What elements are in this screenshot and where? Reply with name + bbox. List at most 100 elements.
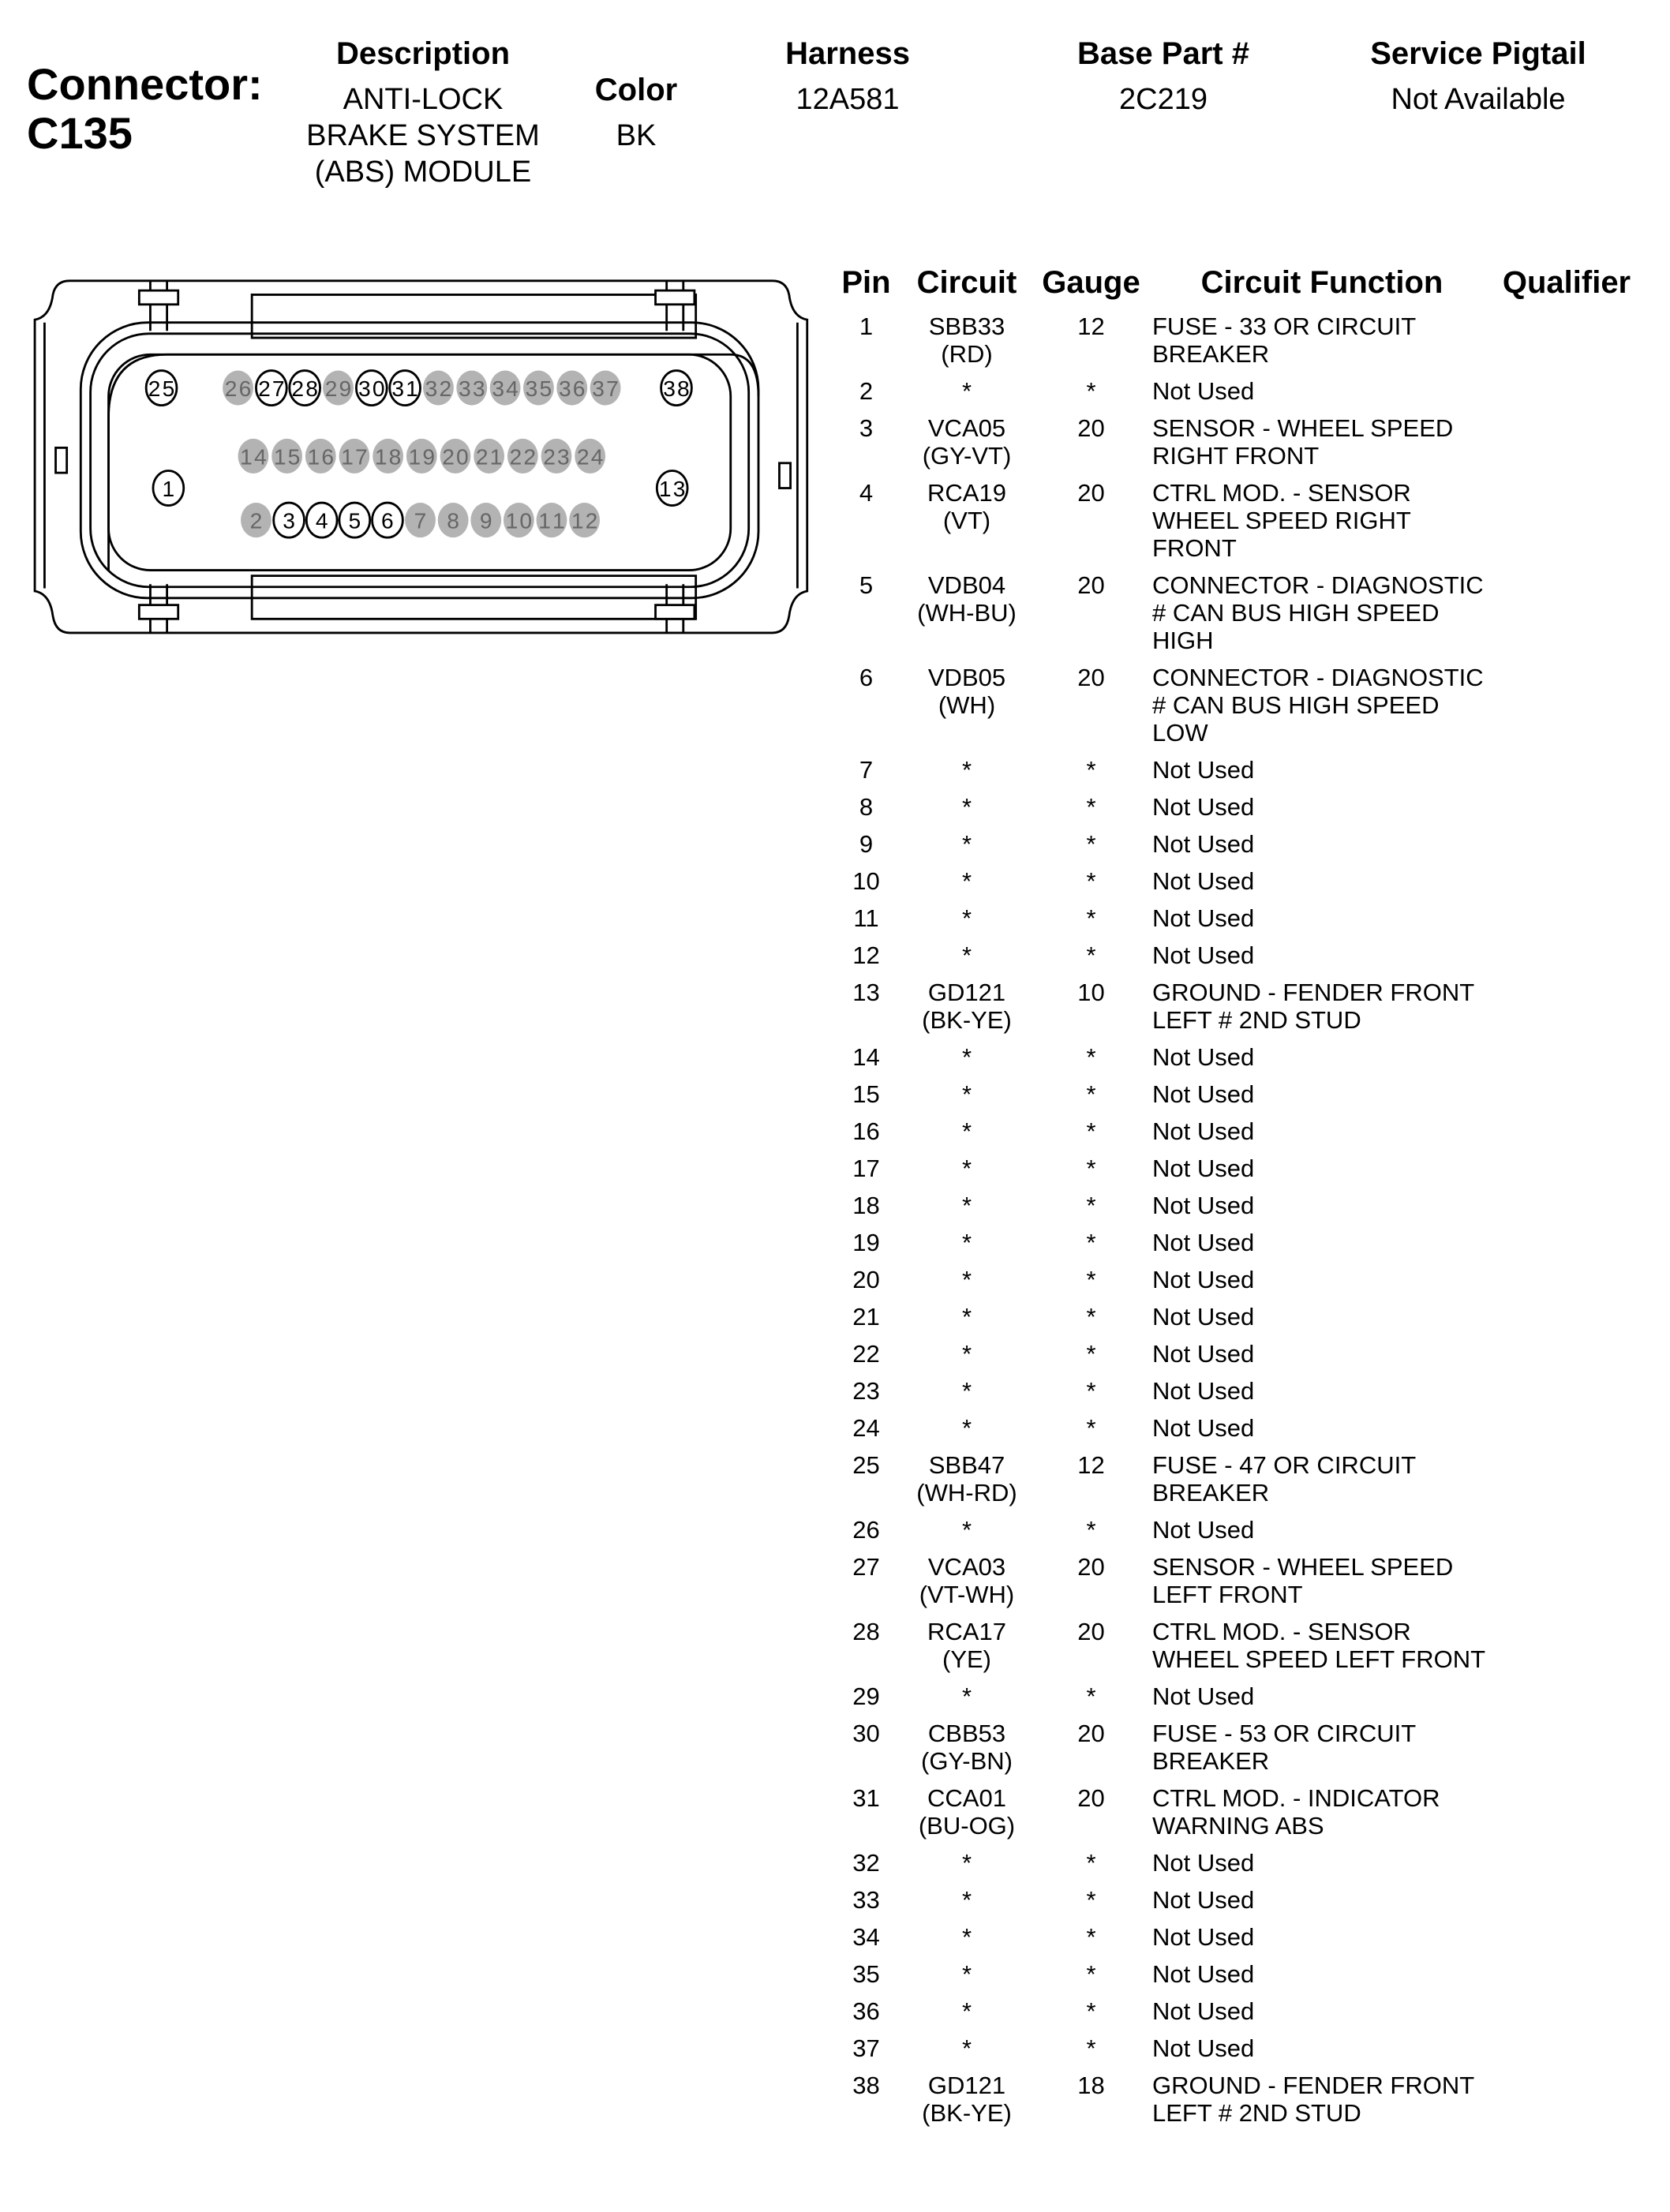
pin-label: 7 <box>414 508 427 533</box>
pin-number: 29 <box>852 1682 880 1710</box>
gauge: * <box>1086 904 1096 932</box>
gauge: 20 <box>1077 664 1105 691</box>
pin-cavity-27: 27 <box>255 369 288 407</box>
circuit-code: * <box>961 1117 972 1145</box>
gauge: 20 <box>1077 1618 1105 1645</box>
description-value: ANTI-LOCK BRAKE SYSTEM (ABS) MODULE <box>265 81 581 190</box>
circuit-function: Not Used <box>1152 1886 1255 1914</box>
gauge: * <box>1086 1340 1096 1368</box>
pin-cavity-15: 15 <box>271 438 302 474</box>
table-row: 16**Not Used <box>829 1117 1665 1155</box>
gauge: 20 <box>1077 1784 1105 1812</box>
circuit-code: CBB53 <box>927 1720 1006 1747</box>
table-row: 9**Not Used <box>829 830 1665 867</box>
table-row: 15**Not Used <box>829 1080 1665 1117</box>
circuit-code: * <box>961 1340 972 1368</box>
column-header-pin: Pin <box>841 265 891 300</box>
circuit-function: Not Used <box>1152 1340 1255 1368</box>
pin-circle <box>437 503 469 538</box>
circuit-code: * <box>961 1923 972 1951</box>
circuit-code: * <box>961 1303 972 1331</box>
pin-cavity-11: 11 <box>536 503 567 538</box>
circuit-function: Not Used <box>1152 756 1255 784</box>
pin-number: 20 <box>852 1266 880 1293</box>
circuit-cell: * <box>904 1886 1030 1914</box>
table-row: 8**Not Used <box>829 793 1665 830</box>
circuit-function: Not Used <box>1152 1229 1255 1256</box>
pin-number: 37 <box>852 2034 880 2062</box>
circuit-cell: * <box>904 1080 1030 1108</box>
wire-color: (YE) <box>942 1645 991 1673</box>
gauge: * <box>1086 377 1096 405</box>
base-part-value: 2C219 <box>1119 83 1208 116</box>
pin-cavity-38: 38 <box>660 369 693 407</box>
circuit-code: * <box>961 830 972 858</box>
column-header-circuit: Circuit <box>916 265 1017 300</box>
qualifier <box>1531 830 1665 858</box>
base-part-header: Base Part # <box>1077 36 1249 71</box>
gauge: * <box>1086 1886 1096 1914</box>
circuit-function: Not Used <box>1152 1266 1255 1293</box>
pin-number: 24 <box>852 1414 880 1442</box>
qualifier <box>1531 1849 1665 1877</box>
gauge: * <box>1086 793 1096 821</box>
pin-cavity-18: 18 <box>373 438 404 474</box>
pin-circle <box>388 369 421 407</box>
circuit-function: CTRL MOD. - SENSOR WHEEL SPEED RIGHT FRO… <box>1152 479 1411 562</box>
pin-cavity-35: 35 <box>523 370 554 406</box>
pin-circle <box>272 501 305 539</box>
circuit-cell: * <box>904 1266 1030 1293</box>
gauge: 20 <box>1077 1720 1105 1747</box>
gauge: * <box>1086 1080 1096 1108</box>
qualifier <box>1531 1923 1665 1951</box>
pin-cavity-19: 19 <box>406 438 437 474</box>
description-line: BRAKE SYSTEM <box>306 119 540 152</box>
circuit-cell: * <box>904 1117 1030 1145</box>
pin-circle <box>144 369 178 407</box>
pin-circle <box>456 370 488 406</box>
table-row: 26**Not Used <box>829 1516 1665 1553</box>
gauge: * <box>1086 756 1096 784</box>
circuit-function: CONNECTOR - DIAGNOSTIC # CAN BUS HIGH SP… <box>1152 571 1484 654</box>
circuit-code: * <box>961 1192 972 1219</box>
pin-number: 16 <box>852 1117 880 1145</box>
qualifier <box>1531 1340 1665 1368</box>
wire-color: (VT-WH) <box>919 1581 1015 1608</box>
qualifier <box>1531 1303 1665 1331</box>
pin-number: 28 <box>852 1618 880 1645</box>
circuit-cell: * <box>904 904 1030 932</box>
pin-number: 14 <box>852 1043 880 1071</box>
table-row: 10**Not Used <box>829 867 1665 904</box>
circuit-cell: * <box>904 377 1030 405</box>
service-pigtail-value: Not Available <box>1391 83 1566 116</box>
description-header: Description <box>335 36 511 71</box>
pin-circle <box>474 438 505 474</box>
circuit-cell: * <box>904 1960 1030 1988</box>
circuit-cell: CCA01(BU-OG) <box>904 1784 1030 1840</box>
circuit-function: SENSOR - WHEEL SPEED LEFT FRONT <box>1152 1553 1454 1608</box>
pin-number: 18 <box>852 1192 880 1219</box>
circuit-cell: * <box>904 1303 1030 1331</box>
gauge: * <box>1086 1303 1096 1331</box>
table-row: 34**Not Used <box>829 1923 1665 1960</box>
wire-color: (BK-YE) <box>922 1006 1012 1034</box>
pin-cavity-23: 23 <box>541 438 572 474</box>
circuit-function: Not Used <box>1152 1682 1255 1710</box>
gauge: 12 <box>1077 313 1105 340</box>
circuit-code: VCA05 <box>927 414 1006 442</box>
gauge: 12 <box>1077 1451 1105 1479</box>
pin-circle <box>241 503 271 538</box>
qualifier <box>1531 1997 1665 2025</box>
pin-circle <box>470 503 502 538</box>
circuit-code: SBB33 <box>928 313 1005 340</box>
pin-cavity-24: 24 <box>575 438 606 474</box>
description-line: (ABS) MODULE <box>314 155 532 189</box>
circuit-function: Not Used <box>1152 1849 1255 1877</box>
harness-header: Harness <box>785 36 910 71</box>
pin-cavity-28: 28 <box>288 369 321 407</box>
table-row: 24**Not Used <box>829 1414 1665 1451</box>
circuit-cell: * <box>904 1192 1030 1219</box>
pin-number: 32 <box>852 1849 880 1877</box>
pin-circle <box>536 503 567 538</box>
